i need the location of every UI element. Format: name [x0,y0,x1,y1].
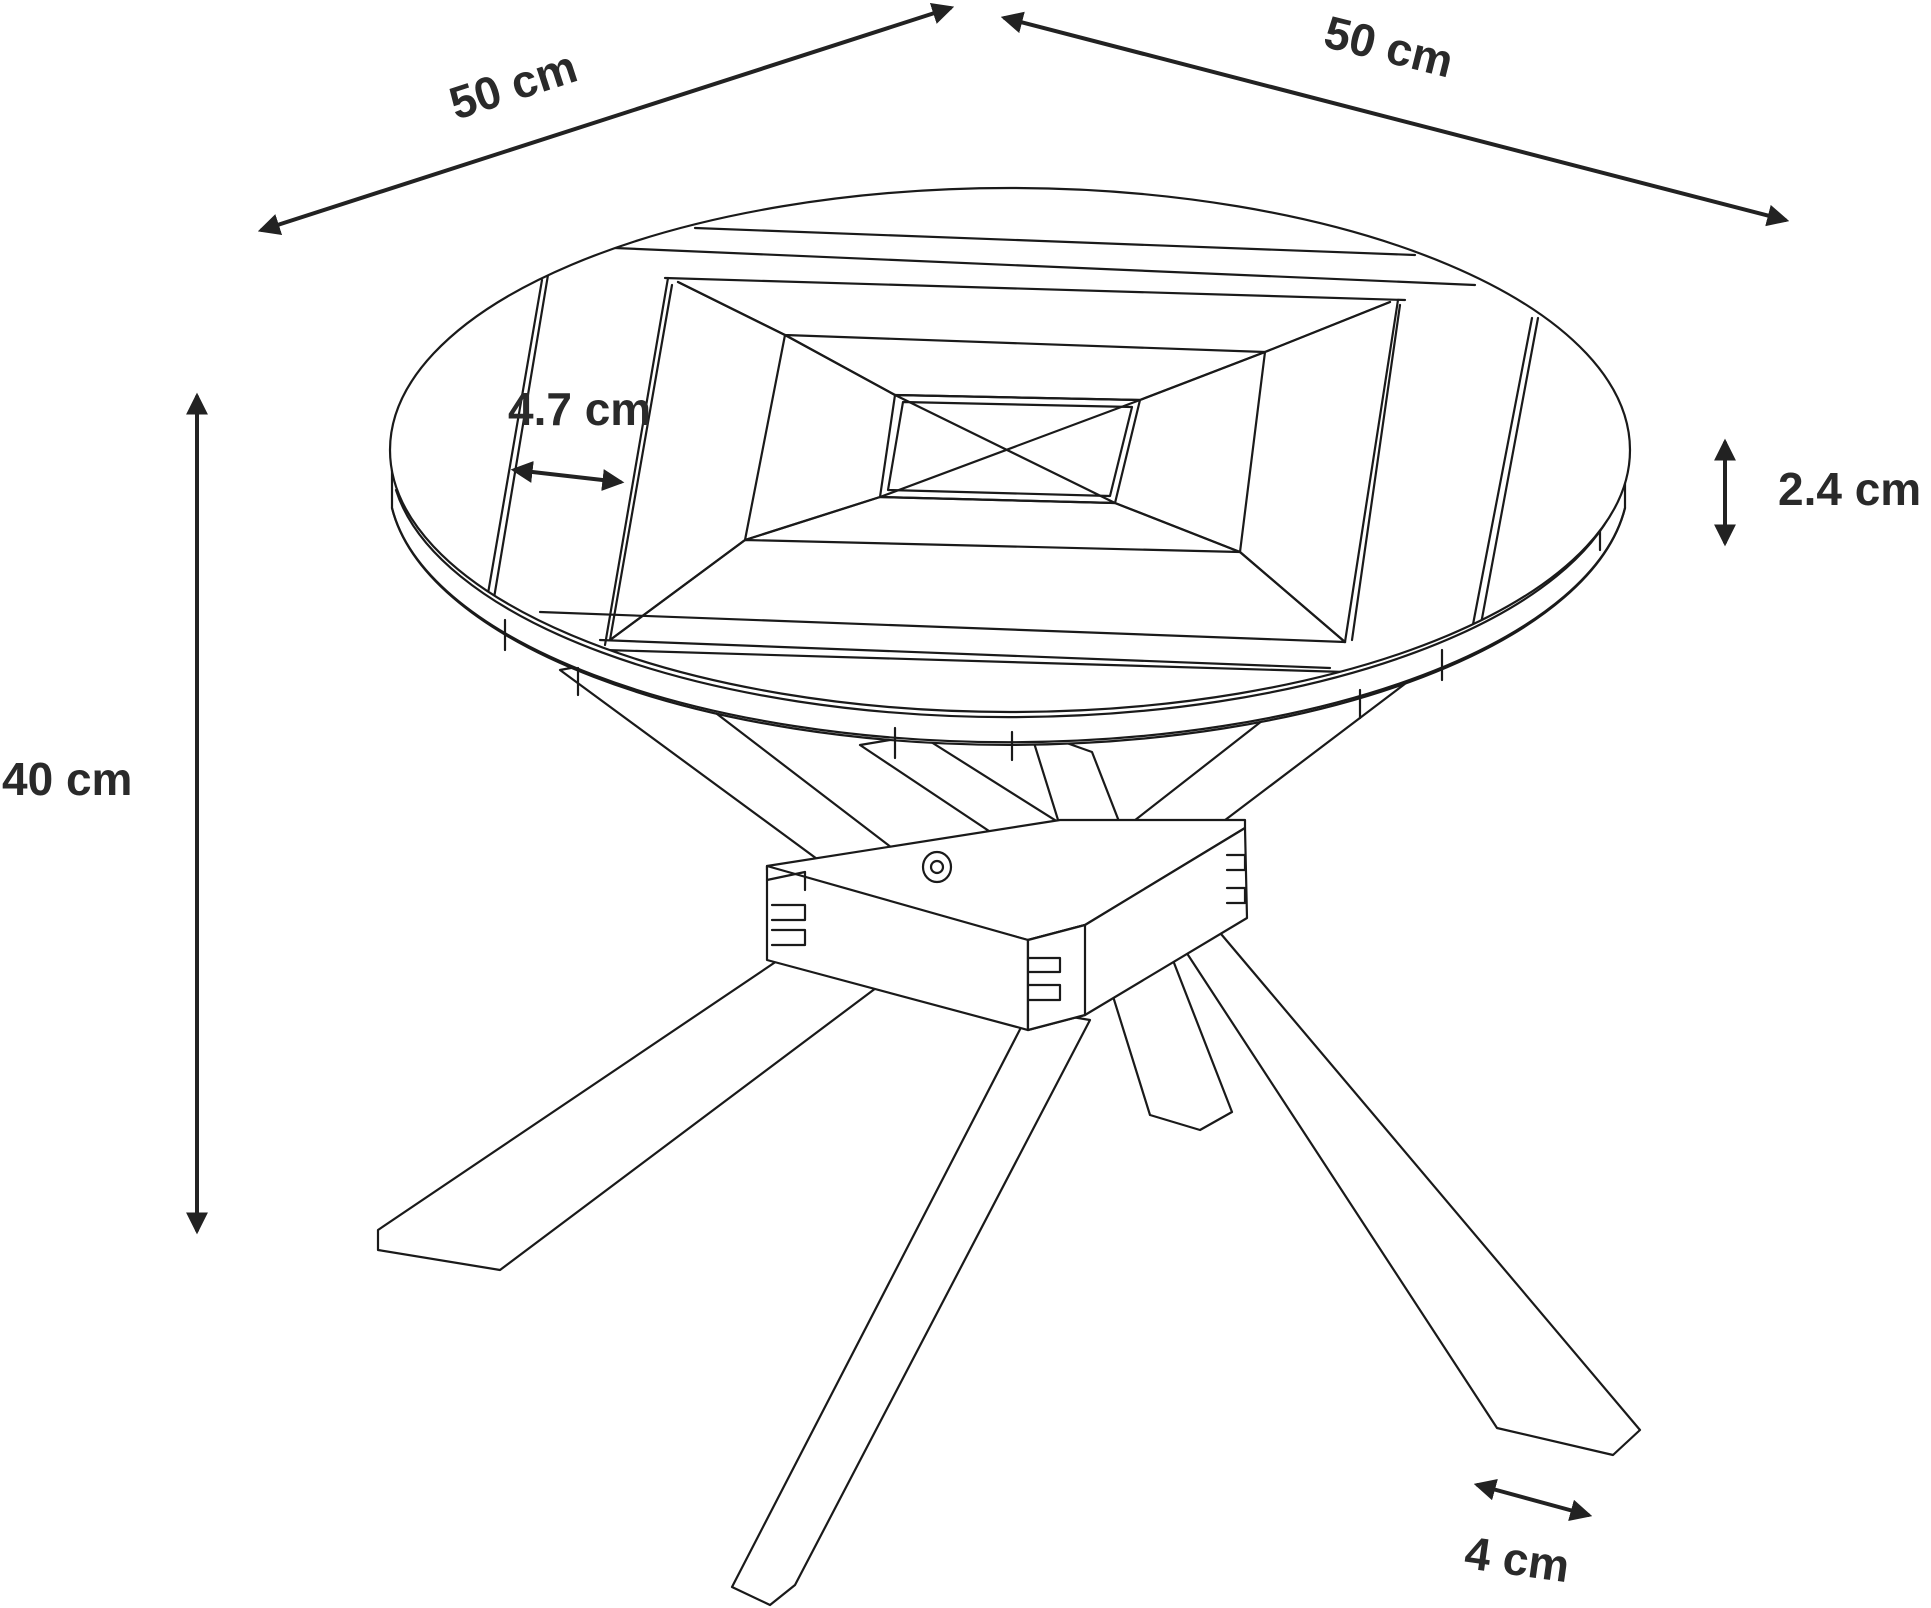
hub-joinery [765,853,1247,1002]
dimension-arrow-slat [510,461,625,491]
legs [376,653,1642,1607]
dimension-label-thickness: 2.4 cm [1778,463,1921,515]
dimension-label-height: 40 cm [2,753,132,805]
dimension-label-slat: 4.7 cm [508,383,651,435]
dimension-height: 40 cm [2,392,208,1235]
rim-segments [503,518,1602,762]
dimension-label-top-right: 50 cm [1319,5,1458,87]
leg-front-right [1173,913,1642,1457]
dimension-arrow-top-right [1000,11,1790,227]
leg-front-left [730,1008,1092,1607]
dimension-thickness: 2.4 cm [1714,438,1921,547]
top-surface [388,186,1632,714]
slat-pattern [478,226,1540,674]
dimension-arrow-leg [1473,1479,1593,1521]
dimension-top-right: 50 cm [1000,5,1790,227]
top-rim-middle [394,488,1623,719]
dimension-label-leg: 4 cm [1462,1526,1573,1592]
dimension-leg: 4 cm [1462,1479,1593,1592]
bolt [921,850,953,884]
hub-corner-post [1026,923,1087,1032]
dimension-slat: 4.7 cm [508,383,651,491]
dimension-label-top-left: 50 cm [443,40,583,130]
center-hub [765,818,1249,1032]
top-rim-lower [390,506,1627,744]
dimension-arrow-top-left [257,2,955,236]
table-top [388,186,1632,762]
